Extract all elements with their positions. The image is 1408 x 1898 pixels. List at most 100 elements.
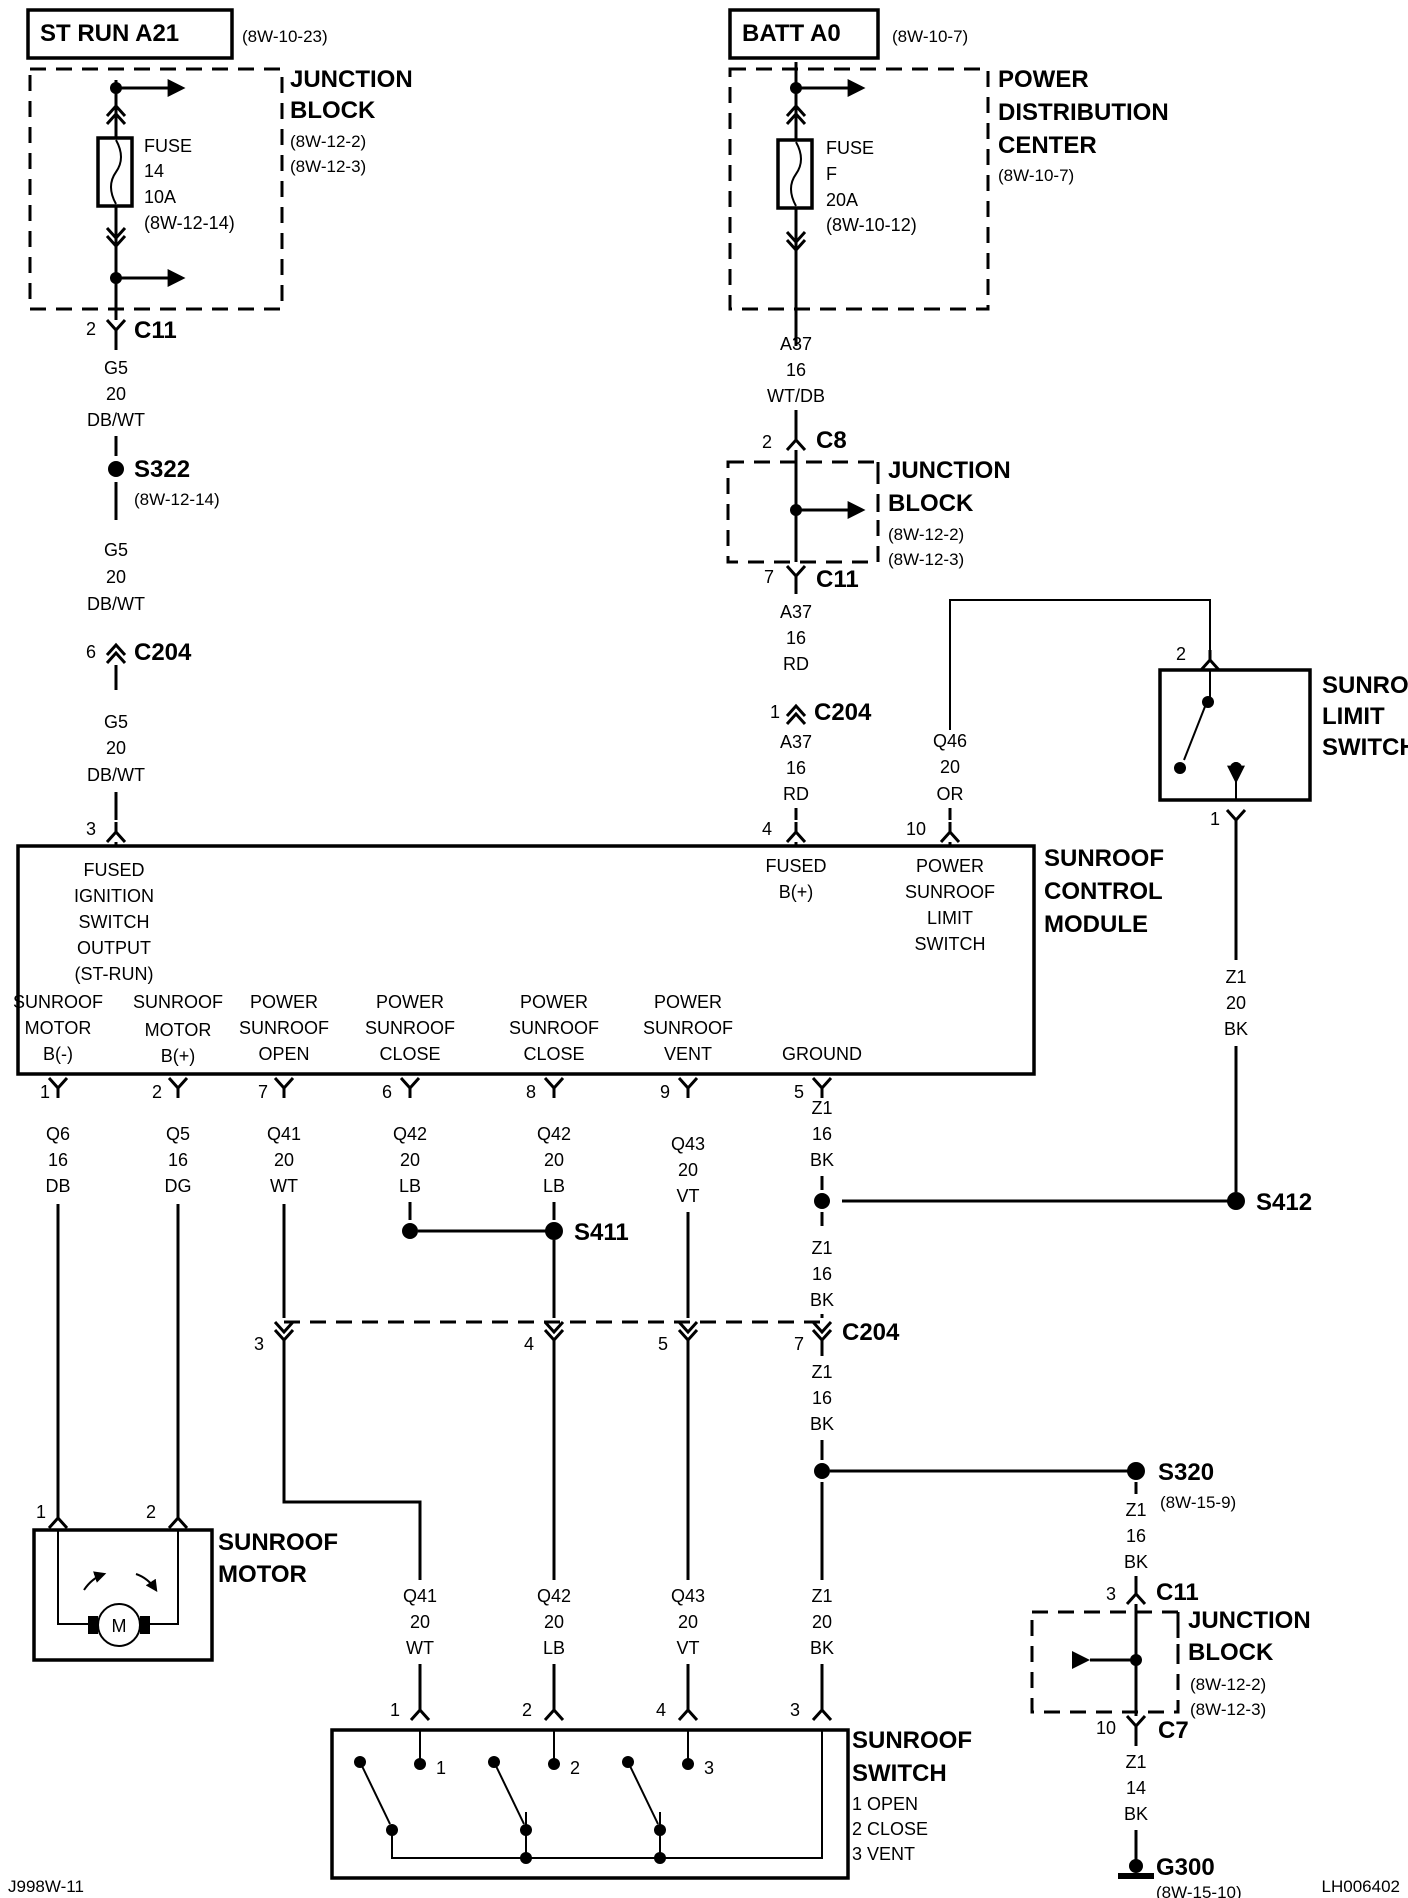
limit-switch-title3: SWITCH: [1322, 734, 1408, 761]
jb-bottom-arrow-icon: [1072, 1651, 1090, 1669]
junction-block-bottom-outline: [1030, 1610, 1180, 1714]
st-run-ref: (8W-10-23): [242, 27, 328, 46]
pin8-connector-icon: [543, 1076, 565, 1100]
s412-splice-dot: [1227, 1192, 1245, 1210]
a37-b-gauge: 16: [786, 628, 806, 648]
sunroof-control-module: SUNROOF CONTROL MODULE 3 FUSED IGNITION …: [13, 819, 1164, 1076]
q41-a-color: WT: [270, 1176, 298, 1196]
fuse-14-line3: 10A: [144, 187, 176, 207]
c204-low-pin4: 4: [524, 1334, 534, 1354]
fuse-14-line1: FUSE: [144, 136, 192, 156]
s412-left-dot: [814, 1193, 830, 1209]
q42-c-color: LB: [543, 1638, 565, 1658]
g300-name: G300: [1156, 1854, 1215, 1881]
motor-brush-right: [140, 1616, 150, 1634]
limit-switch-title2: LIMIT: [1322, 703, 1385, 730]
s411-splice-dot: [545, 1222, 563, 1240]
limit-switch-title1: SUNROOF: [1322, 672, 1408, 699]
junction-block-mid-ref2: (8W-12-3): [888, 550, 964, 569]
switch-legend-2: 2 CLOSE: [852, 1819, 928, 1839]
switch-pin1-connector-icon: [409, 1698, 431, 1722]
g5-b-color: DB/WT: [87, 594, 145, 614]
motor-rotation-right-icon: [135, 1573, 158, 1592]
c8-connector-icon: [785, 428, 807, 452]
q42-c-gauge: 20: [544, 1612, 564, 1632]
g5-a-circuit: G5: [104, 358, 128, 378]
limit-switch-contact-b: [1174, 762, 1186, 774]
fused-ign-l2: IGNITION: [74, 886, 154, 906]
wire-seg: [57, 1530, 88, 1625]
a37-a-gauge: 16: [786, 360, 806, 380]
z1-a-circuit: Z1: [811, 1098, 832, 1118]
z1-d-gauge: 20: [812, 1612, 832, 1632]
z1-c-color: BK: [810, 1414, 834, 1434]
c204-left-name: C204: [134, 639, 192, 666]
close-b-l3: CLOSE: [523, 1044, 584, 1064]
batt-ref: (8W-10-7): [892, 27, 968, 46]
z1-b-circuit: Z1: [811, 1238, 832, 1258]
q46-wire: [949, 599, 1211, 730]
junction-block-mid-ref1: (8W-12-2): [888, 525, 964, 544]
pin-8: 8: [526, 1082, 536, 1102]
switch-contact-2-dot: [548, 1758, 560, 1770]
z1-b-gauge: 16: [812, 1264, 832, 1284]
motor-pos-l1: SUNROOF: [133, 992, 223, 1012]
a37-c-color: RD: [783, 784, 809, 804]
g5-b-circuit: G5: [104, 540, 128, 560]
a37-c-gauge: 16: [786, 758, 806, 778]
fuse-f-line4: (8W-10-12): [826, 215, 917, 235]
q5-circuit: Q5: [166, 1124, 190, 1144]
junction-block-top-outline: [28, 67, 284, 311]
g5-b-gauge: 20: [106, 567, 126, 587]
q42-b-circuit: Q42: [537, 1124, 571, 1144]
c204-mid-pin: 1: [770, 702, 780, 722]
g300-ref: (8W-15-10): [1156, 1883, 1242, 1898]
limit-switch-pin2-connector-icon: [1199, 648, 1221, 672]
close-b-l2: SUNROOF: [509, 1018, 599, 1038]
switch-contact-1-label: 1: [436, 1758, 446, 1778]
junction-block-top-title2: BLOCK: [290, 97, 376, 124]
z1-b-color: BK: [810, 1290, 834, 1310]
q6-circuit: Q6: [46, 1124, 70, 1144]
s322-name: S322: [134, 456, 190, 483]
pdc-outline: [728, 67, 990, 311]
module-output-wires: 1 2 7 6 8 9 5 Q6 16 DB Q5 16 DG Q41 20 W…: [40, 1076, 1312, 1700]
c11-bottom-pin: 3: [1106, 1584, 1116, 1604]
module-top-pin-10: 10: [906, 819, 926, 839]
motor-pin2-connector-icon: [167, 1506, 189, 1530]
c204-low-pin3: 3: [254, 1334, 264, 1354]
junction-block-bottom-title1: JUNCTION: [1188, 1607, 1311, 1634]
fuse-f-line1: FUSE: [826, 138, 874, 158]
close-a-l2: SUNROOF: [365, 1018, 455, 1038]
limit-switch-blade-icon: [1183, 703, 1207, 761]
fuse-f-line2: F: [826, 164, 837, 184]
switch-contact-2-label: 2: [570, 1758, 580, 1778]
s320-name: S320: [1158, 1459, 1214, 1486]
c11-bottom-name: C11: [1156, 1579, 1199, 1606]
s320-splice-dot: [1127, 1462, 1145, 1480]
motor-symbol-icon: [97, 1603, 141, 1647]
z1-d-color: BK: [810, 1638, 834, 1658]
module-box: [16, 844, 1036, 1076]
a37-a-circuit: A37: [780, 334, 812, 354]
junction-block-mid-outline: [726, 460, 880, 564]
motor-pos-l2: MOTOR: [145, 1020, 212, 1040]
switch-pivot-1-dot: [354, 1756, 366, 1768]
z1-e-color: BK: [1124, 1552, 1148, 1572]
limit-switch-pin-bottom: 1: [1210, 809, 1220, 829]
q41-a-gauge: 20: [274, 1150, 294, 1170]
a37-b-color: RD: [783, 654, 809, 674]
c204-low-pin3-icon: [273, 1320, 295, 1342]
motor-neg-l1: SUNROOF: [13, 992, 103, 1012]
switch-pin-1: 1: [390, 1700, 400, 1720]
pin9-connector-icon: [677, 1076, 699, 1100]
pdc-title2: DISTRIBUTION: [998, 99, 1169, 126]
junction-block-bottom-ref2: (8W-12-3): [1190, 1700, 1266, 1719]
switch-contact-1-dot: [414, 1758, 426, 1770]
q41-wire: [282, 1340, 422, 1580]
close-b-l1: POWER: [520, 992, 588, 1012]
junction-block-top-ref2: (8W-12-3): [290, 157, 366, 176]
z1-limit-color: BK: [1224, 1019, 1248, 1039]
c204-low-pin7-icon: [811, 1320, 833, 1342]
c204-low-name: C204: [842, 1319, 900, 1346]
